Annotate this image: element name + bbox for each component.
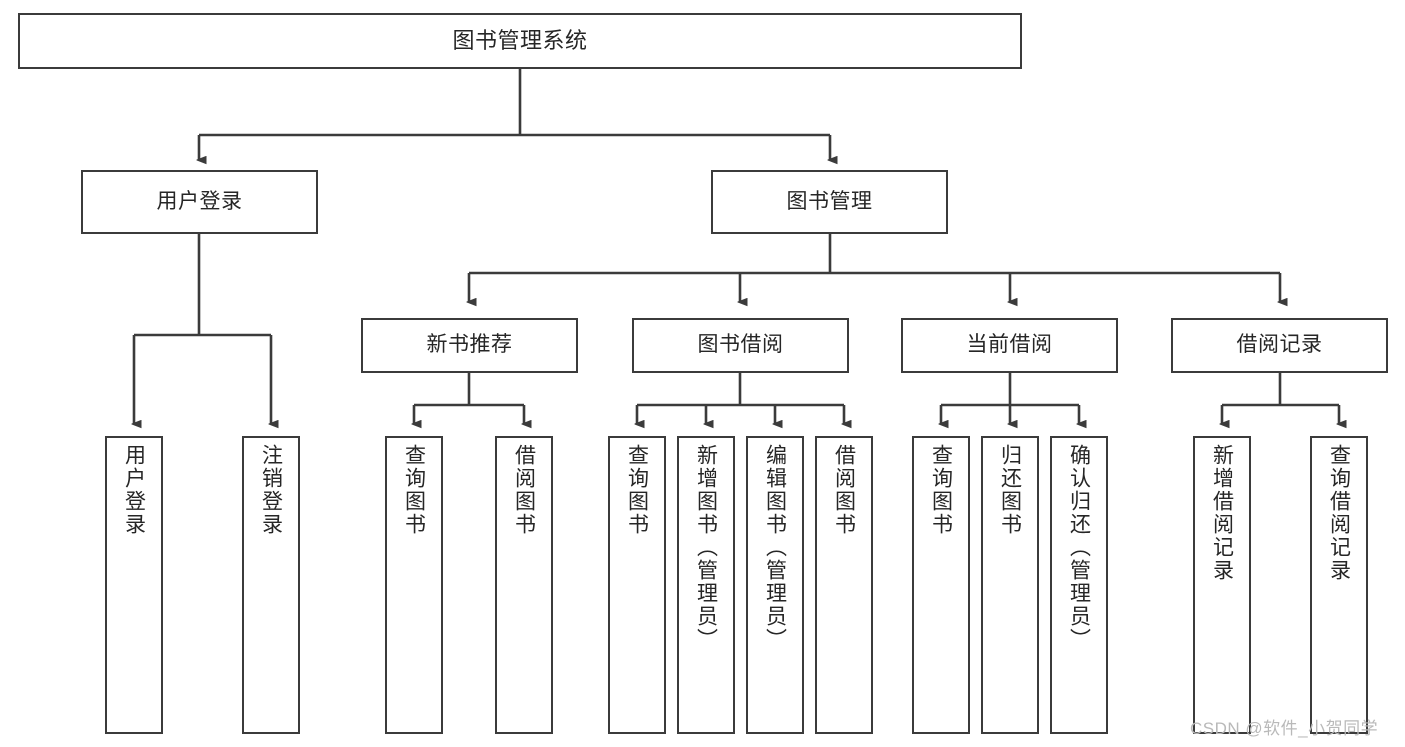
node-leaf-borrow-book-recommend-label: 借阅图书 <box>512 444 536 536</box>
node-leaf-borrow-book-label: 借阅图书 <box>832 444 856 536</box>
node-book-borrow-label: 图书借阅 <box>697 333 784 357</box>
node-leaf-query-book-borrow[interactable]: 查询图书 <box>608 436 666 734</box>
node-leaf-borrow-book-recommend[interactable]: 借阅图书 <box>495 436 553 734</box>
node-leaf-edit-book-admin-label: 编辑图书（管理员） <box>763 444 787 651</box>
node-leaf-user-logout[interactable]: 注销登录 <box>242 436 300 734</box>
node-leaf-add-borrow-record-label: 新增借阅记录 <box>1210 444 1234 582</box>
node-borrow-record-label: 借阅记录 <box>1236 333 1323 357</box>
node-new-book-recommend-label: 新书推荐 <box>426 333 513 357</box>
node-leaf-return-book[interactable]: 归还图书 <box>981 436 1039 734</box>
node-user-login-label: 用户登录 <box>156 189 243 213</box>
node-leaf-confirm-return-admin-label: 确认归还（管理员） <box>1067 444 1091 651</box>
node-leaf-user-login[interactable]: 用户登录 <box>105 436 163 734</box>
node-root[interactable]: 图书管理系统 <box>18 13 1022 69</box>
node-leaf-query-borrow-record-label: 查询借阅记录 <box>1327 444 1351 582</box>
node-leaf-add-book-admin[interactable]: 新增图书（管理员） <box>677 436 735 734</box>
node-leaf-return-book-label: 归还图书 <box>998 444 1022 536</box>
node-root-label: 图书管理系统 <box>452 28 588 54</box>
node-leaf-user-logout-label: 注销登录 <box>259 444 283 536</box>
node-leaf-query-borrow-record[interactable]: 查询借阅记录 <box>1310 436 1368 734</box>
csdn-watermark: CSDN @软件_小贺同学 <box>1190 719 1379 738</box>
node-leaf-confirm-return-admin[interactable]: 确认归还（管理员） <box>1050 436 1108 734</box>
node-leaf-edit-book-admin[interactable]: 编辑图书（管理员） <box>746 436 804 734</box>
node-user-login[interactable]: 用户登录 <box>81 170 318 234</box>
node-leaf-query-book-current[interactable]: 查询图书 <box>912 436 970 734</box>
node-leaf-user-login-label: 用户登录 <box>122 444 146 536</box>
node-leaf-query-book-borrow-label: 查询图书 <box>625 444 649 536</box>
node-book-management[interactable]: 图书管理 <box>711 170 948 234</box>
node-leaf-query-book-recommend[interactable]: 查询图书 <box>385 436 443 734</box>
node-current-borrow[interactable]: 当前借阅 <box>901 318 1118 373</box>
node-leaf-query-book-recommend-label: 查询图书 <box>402 444 426 536</box>
node-leaf-borrow-book[interactable]: 借阅图书 <box>815 436 873 734</box>
node-book-management-label: 图书管理 <box>786 189 873 213</box>
node-leaf-add-borrow-record[interactable]: 新增借阅记录 <box>1193 436 1251 734</box>
node-leaf-add-book-admin-label: 新增图书（管理员） <box>694 444 718 651</box>
node-current-borrow-label: 当前借阅 <box>966 333 1053 357</box>
node-new-book-recommend[interactable]: 新书推荐 <box>361 318 578 373</box>
node-book-borrow[interactable]: 图书借阅 <box>632 318 849 373</box>
node-borrow-record[interactable]: 借阅记录 <box>1171 318 1388 373</box>
node-leaf-query-book-current-label: 查询图书 <box>929 444 953 536</box>
